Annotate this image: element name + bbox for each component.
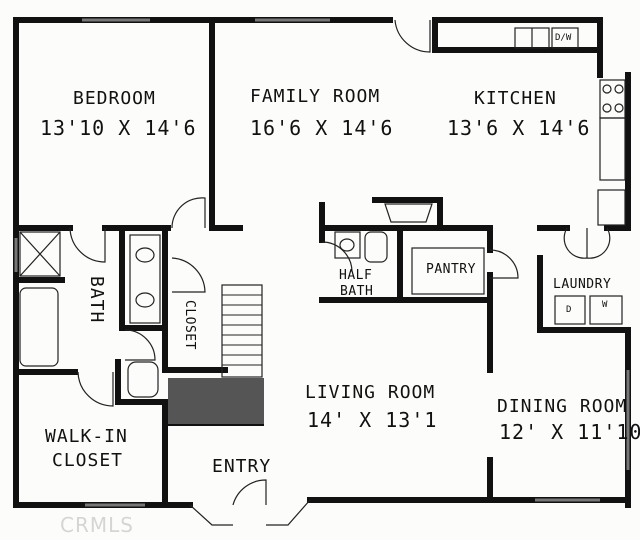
door-family-top: [394, 19, 431, 53]
bathtub-icon: [19, 287, 59, 367]
dining-room-dims: 12' X 11'10: [499, 420, 640, 444]
halfbath-toilet-icon: [364, 231, 388, 263]
closet-name: CLOSET: [182, 300, 197, 350]
stair-landing: [168, 378, 264, 425]
door-walkin: [77, 371, 114, 407]
toilet-icon: [127, 361, 159, 398]
doors: [69, 19, 611, 526]
door-bay-right: [266, 499, 311, 526]
door-bay-left: [189, 504, 233, 526]
wall-top-right: [432, 17, 603, 78]
halfbath-sink-icon: [334, 231, 361, 259]
wall-laundry-left: [537, 255, 631, 333]
half-bath-line2: BATH: [340, 284, 374, 299]
bedroom-dims: 13'10 X 14'6: [40, 116, 197, 140]
kitchen-dims: 13'6 X 14'6: [447, 116, 591, 140]
counter-right: [599, 117, 626, 181]
half-bath-line1: HALF: [339, 268, 373, 283]
kitchen-name: KITCHEN: [474, 88, 557, 109]
wall-toilet: [115, 359, 168, 405]
walk-in-line2: CLOSET: [52, 450, 124, 471]
living-room-name: LIVING ROOM: [305, 382, 436, 403]
refrigerator-icon: [597, 189, 626, 226]
dishwasher-label: D/W: [555, 33, 572, 43]
entry-name: ENTRY: [212, 456, 272, 477]
walk-in-line1: WALK-IN: [45, 426, 128, 447]
stair-treads: [222, 294, 262, 366]
family-room-name: FAMILY ROOM: [250, 86, 381, 107]
shower-icon: [19, 231, 61, 277]
door-closet: [171, 257, 206, 293]
dishwasher-icon: [551, 27, 579, 49]
fireplace-icon: [384, 203, 433, 223]
windows: [14, 18, 630, 507]
living-room-dims: 14' X 13'1: [307, 408, 438, 432]
bath-sink-icon-1: [135, 247, 155, 263]
bedroom-name: BEDROOM: [73, 88, 156, 109]
family-room-dims: 16'6 X 14'6: [250, 116, 394, 140]
pantry-shelf: [411, 247, 485, 295]
washer-label: W: [602, 300, 608, 310]
bath-sink-icon-2: [135, 292, 155, 308]
wall-kitchen-top-left: [432, 17, 601, 53]
kitchen-fixtures: [514, 27, 626, 226]
dryer-label: D: [566, 305, 572, 315]
stairs-outline: [221, 284, 263, 378]
door-laundry: [563, 227, 611, 259]
dryer-icon: [554, 295, 586, 325]
stairs: [168, 284, 264, 426]
washer-icon: [589, 295, 623, 325]
walls: [13, 17, 631, 508]
door-bath: [69, 227, 106, 263]
door-halfbath: [321, 241, 353, 273]
watermark: CRMLS: [60, 513, 134, 537]
bath-name: BATH: [86, 276, 107, 324]
dining-room-name: DINING ROOM: [497, 396, 628, 417]
door-toilet: [124, 329, 156, 361]
door-entry: [232, 479, 267, 506]
wall-fireplace: [372, 197, 443, 225]
wall-halfbath-top: [319, 225, 493, 253]
door-bedroom: [171, 197, 206, 229]
pantry-name: PANTRY: [426, 262, 476, 277]
door-pantry: [489, 249, 519, 279]
wall-bedroom-family: [209, 17, 243, 231]
vanity-icon: [129, 234, 161, 324]
bath-fixtures: [19, 203, 623, 398]
laundry-name: LAUNDRY: [553, 277, 612, 292]
